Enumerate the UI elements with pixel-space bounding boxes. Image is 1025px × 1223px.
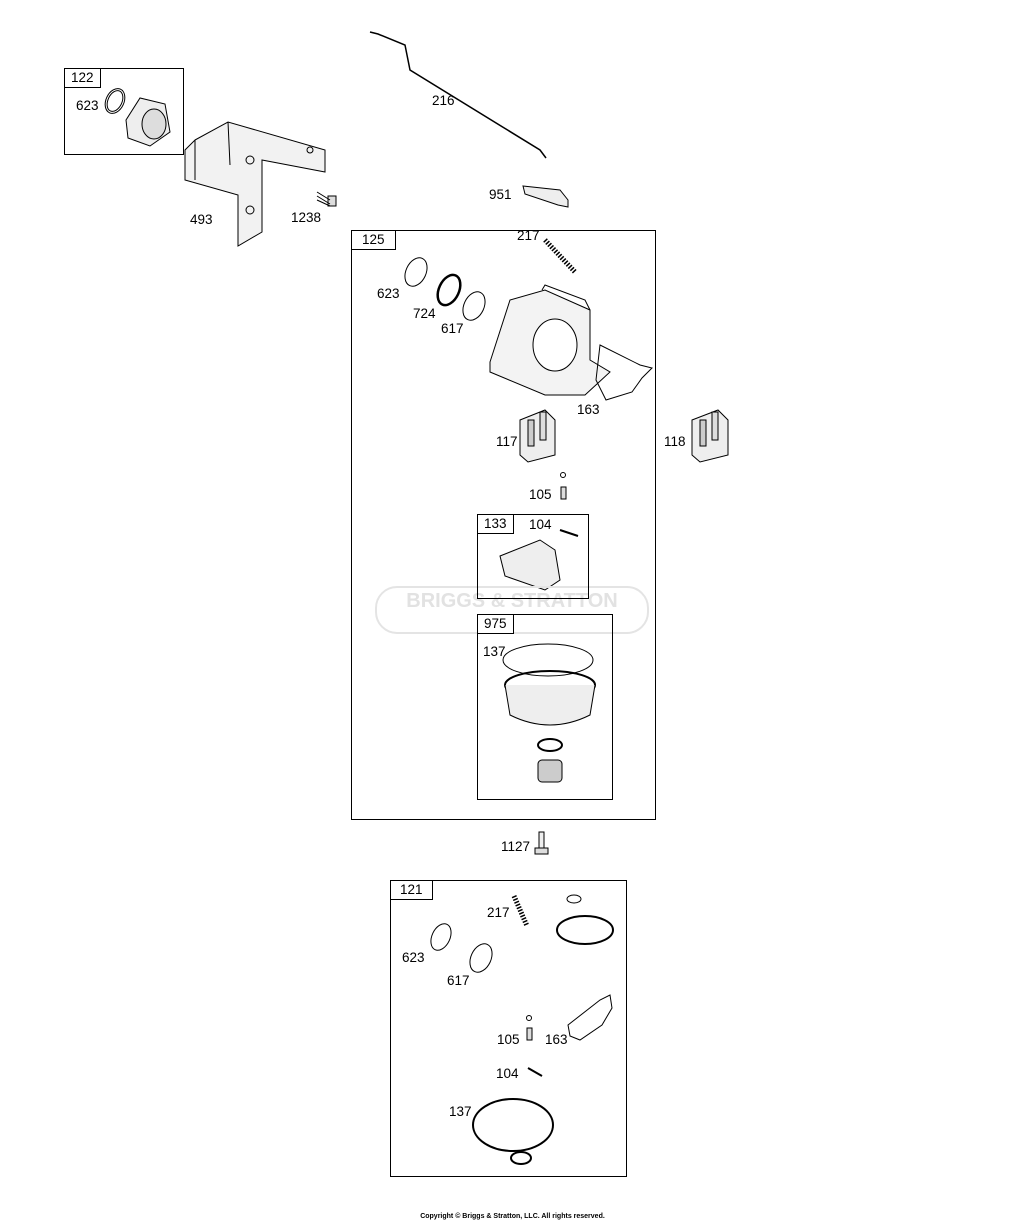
part-label: 163: [577, 402, 600, 417]
part-label: 493: [190, 212, 213, 227]
part-617-oring-121: [469, 943, 493, 973]
kit-975-label: 975: [477, 614, 514, 634]
part-623-oring-125: [404, 257, 428, 287]
kit-133-label: 133: [477, 514, 514, 534]
part-623-oring-122: [104, 88, 126, 114]
part-label: 217: [517, 228, 540, 243]
part-label: 105: [529, 487, 552, 502]
kit-975-box: 975: [477, 614, 613, 800]
kit-125-box: 125: [351, 230, 656, 820]
part-label: 1238: [291, 210, 322, 225]
part-label: 617: [447, 973, 470, 988]
part-label: 117: [496, 434, 518, 449]
kit-133-box: 133: [477, 514, 589, 599]
part-216-link: [369, 31, 547, 159]
part-small-oring-121: [566, 894, 582, 904]
part-label: 623: [402, 950, 425, 965]
part-493-bracket: [184, 121, 326, 247]
part-117-fuel-solenoid: [519, 409, 556, 463]
part-1127-screw: [534, 831, 549, 855]
part-137-gasket-975: [502, 643, 594, 677]
kit-125-label: 125: [351, 230, 396, 250]
part-oring-975: [537, 738, 563, 752]
part-label: 724: [413, 306, 436, 321]
part-label: 104: [496, 1066, 519, 1081]
kit-121-label: 121: [390, 880, 433, 900]
part-104-pin-133: [559, 529, 579, 537]
part-label: 216: [432, 93, 455, 108]
part-133-float: [499, 539, 561, 591]
part-105-jet-121: [526, 1015, 533, 1041]
part-label: 137: [449, 1104, 472, 1119]
part-label: 104: [529, 517, 552, 532]
part-105-jet-125: [560, 472, 567, 500]
part-1238-bolt: [316, 191, 337, 207]
part-label: 217: [487, 905, 510, 920]
part-label: 137: [483, 644, 506, 659]
part-gasket-121: [556, 915, 614, 945]
kit-121-box: 121: [390, 880, 627, 1177]
part-724-seal-125: [436, 273, 462, 307]
part-137-gasket-121: [472, 1098, 554, 1152]
part-bowl-screw-975: [537, 759, 563, 783]
part-oring-121: [510, 1151, 532, 1165]
part-217-spring-125: [543, 238, 577, 274]
part-label: 1127: [501, 839, 531, 854]
part-label: 105: [497, 1032, 520, 1047]
part-163-gasket-125: [595, 344, 653, 401]
part-951-lever: [522, 185, 569, 208]
part-122-knob: [125, 97, 171, 147]
part-label: 951: [489, 187, 512, 202]
part-118-fuel-solenoid: [691, 409, 729, 463]
part-217-spring-121: [511, 895, 530, 927]
copyright-notice: Copyright © Briggs & Stratton, LLC. All …: [420, 1213, 605, 1220]
part-label: 118: [664, 434, 686, 449]
part-104-pin-121: [527, 1067, 543, 1077]
part-label: 163: [545, 1032, 568, 1047]
part-975-float-bowl: [504, 670, 596, 726]
watermark-logo: BRIGGS & STRATTON: [406, 590, 618, 612]
kit-122-box: 122: [64, 68, 184, 155]
part-label: 617: [441, 321, 464, 336]
part-carburetor-body: [489, 284, 611, 396]
part-label: 623: [76, 98, 99, 113]
part-617-oring-125: [462, 291, 486, 321]
part-label: 623: [377, 286, 400, 301]
part-623-oring-121: [430, 923, 452, 951]
part-163-gasket-121: [567, 994, 613, 1041]
kit-122-label: 122: [64, 68, 101, 88]
